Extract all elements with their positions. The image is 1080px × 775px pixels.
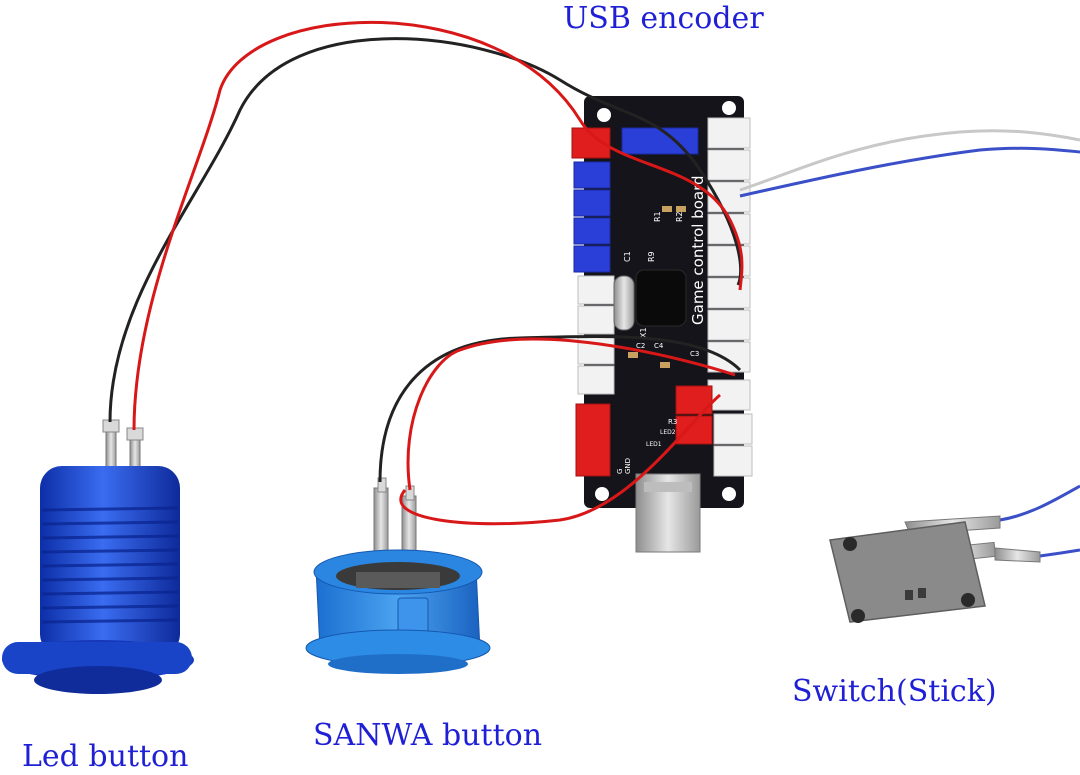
connector-white (707, 379, 751, 411)
pcb-title: Game control board (689, 175, 707, 325)
small-component (676, 206, 686, 212)
silk-c2: C2 (636, 342, 645, 350)
mount-hole (597, 108, 611, 122)
sanwa-button-wires (378, 334, 742, 526)
mount-hole (722, 101, 736, 115)
connector-white (707, 149, 751, 181)
usb-encoder-label: USB encoder (563, 1, 764, 36)
led-button-label: Led button (22, 739, 189, 774)
silk-r1: R1 (653, 211, 662, 222)
micro-switch (829, 515, 1041, 623)
connector-blue (573, 245, 611, 273)
encoder-switch-wires (739, 129, 1080, 198)
silk-r9: R9 (647, 251, 656, 262)
connector-white (707, 245, 751, 277)
connector-white (713, 445, 753, 477)
silk-led2: LED2 (660, 429, 676, 436)
silk-r2: R2 (675, 211, 684, 222)
switch-stick-label: Switch(Stick) (792, 674, 997, 709)
microcontroller-chip (635, 269, 687, 327)
silk-x1: X1 (639, 327, 648, 338)
connector-white (713, 413, 753, 445)
connector-white (577, 335, 615, 365)
thread-rings (41, 506, 179, 624)
connector-white (707, 277, 751, 309)
connector-white (707, 117, 751, 149)
connector-blue-top (621, 127, 699, 155)
connector-blue (573, 217, 611, 245)
crystal-oscillator (613, 275, 635, 331)
silk-c4: C4 (654, 342, 664, 350)
silk-led1: LED1 (646, 441, 662, 448)
small-component (628, 352, 638, 358)
silk-g: G (616, 469, 624, 474)
mount-hole (722, 487, 736, 501)
silk-r3: R3 (668, 418, 677, 426)
led-button (2, 419, 194, 694)
mount-hole (595, 487, 609, 501)
silk-c3: C3 (690, 350, 699, 358)
small-component (660, 362, 670, 368)
led-button-wires (108, 20, 744, 431)
connector-white (707, 309, 751, 341)
switch-wires (999, 484, 1080, 558)
connector-white (577, 365, 615, 395)
connector-blue (573, 161, 611, 189)
small-component (662, 206, 672, 212)
connector-white (577, 305, 615, 335)
connector-blue (573, 189, 611, 217)
sanwa-button (305, 477, 491, 674)
sanwa-button-label: SANWA button (313, 718, 543, 753)
silk-c1: C1 (623, 251, 632, 262)
usb-encoder-board: Game control board R1 R2 C1 R9 X1 C2 C4 … (571, 96, 753, 508)
usb-b-port (635, 473, 701, 553)
connector-red (575, 403, 611, 477)
connector-white (577, 275, 615, 305)
silk-gnd: GND (624, 458, 632, 474)
connector-white (707, 341, 751, 373)
